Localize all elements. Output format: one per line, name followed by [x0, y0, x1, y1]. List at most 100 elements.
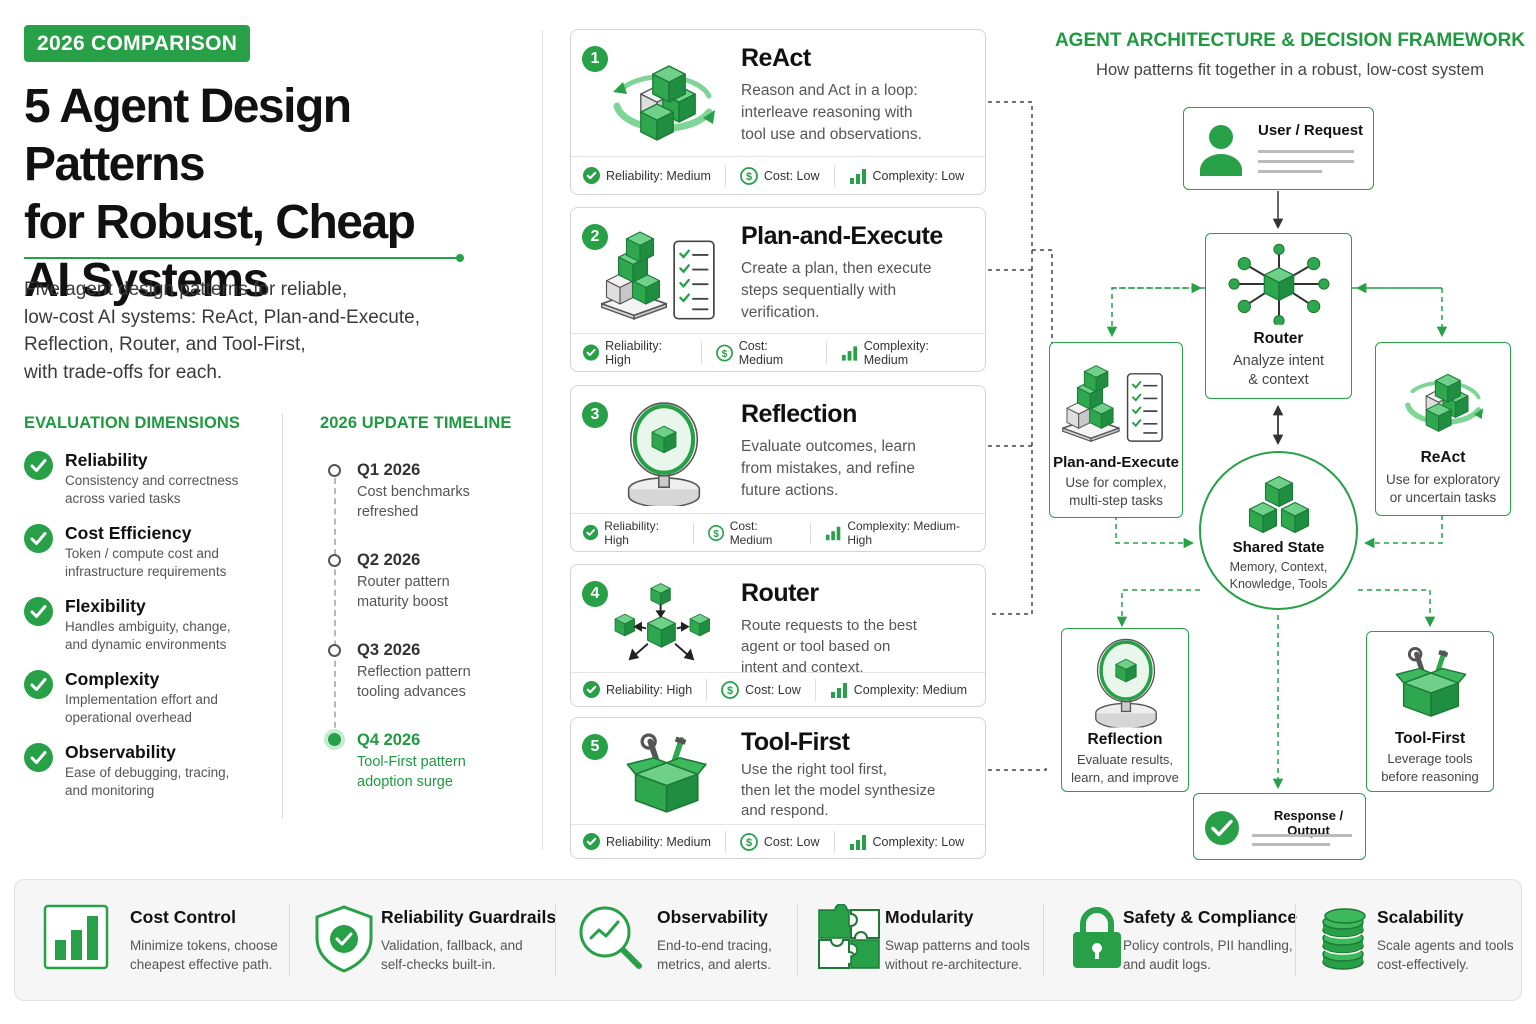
feature-desc-line: Scale agents and tools	[1377, 938, 1514, 953]
pattern-desc-line: Evaluate outcomes, learn	[741, 438, 916, 455]
lock-icon	[1073, 907, 1121, 968]
pattern-number: 3	[582, 402, 608, 428]
feature-title: Safety & Compliance	[1123, 907, 1298, 927]
arch-node-plan-and-execute[interactable]: Plan-and-Execute Use for complex, multi-…	[1049, 342, 1183, 518]
title-divider-dot	[456, 254, 464, 262]
timeline-desc: maturity boost	[357, 594, 449, 610]
pattern-card-react[interactable]: 1 ReAct Reason and Act in a loop: interl…	[570, 29, 986, 195]
pattern-desc-line: from mistakes, and refine	[741, 460, 916, 477]
node-desc-line: Memory, Context,	[1229, 560, 1328, 574]
timeline-track	[334, 478, 336, 748]
pattern-desc: Route requests to the best agent or tool…	[741, 615, 971, 678]
timeline-item-q1: Q1 2026 Cost benchmarks refreshed	[320, 458, 520, 548]
metric-label: Reliability: High	[604, 518, 659, 547]
plan-cubes-checklist-icon	[1062, 365, 1164, 443]
arch-node-tool-first[interactable]: Tool-First Leverage tools before reasoni…	[1366, 631, 1494, 792]
pattern-desc-line: interleave reasoning with	[741, 104, 913, 121]
timeline-quarter: Q2 2026	[357, 551, 421, 569]
pattern-desc-line: tool use and observations.	[741, 126, 922, 143]
metric-cost: Cost: Medium	[708, 519, 812, 547]
arch-node-reflection[interactable]: Reflection Evaluate results, learn, and …	[1061, 628, 1189, 792]
dimension-desc: across varied tasks	[65, 491, 181, 506]
dimension-title: Complexity	[65, 669, 160, 689]
metric-label: Complexity: Medium	[853, 682, 967, 697]
mirror-cube-icon	[1086, 637, 1166, 729]
title-line-3: AI Systems	[24, 254, 269, 307]
feature-scalability: Scalability Scale agents and tools cost-…	[1319, 880, 1519, 1002]
pattern-desc-line: future actions.	[741, 482, 839, 499]
metric-reliability: Reliability: Medium	[583, 830, 726, 853]
feature-divider	[1295, 904, 1296, 976]
node-desc: Use for exploratory or uncertain tasks	[1376, 471, 1510, 507]
metric-label: Cost: Low	[763, 168, 820, 183]
feature-desc-line: self-checks built-in.	[381, 957, 496, 972]
metric-reliability: Reliability: High	[583, 518, 694, 547]
title-line-2: for Robust, Cheap	[24, 196, 416, 249]
dimension-item-reliability: Reliability Consistency and correctness …	[24, 448, 274, 521]
metric-complexity: Complexity: Low	[849, 831, 979, 853]
feature-desc-line: cheapest effective path.	[130, 957, 273, 972]
router-hub-icon	[1228, 242, 1330, 326]
bar-chart-icon	[841, 344, 858, 362]
metric-cost: Cost: Low	[721, 678, 816, 701]
feature-bar: Cost Control Minimize tokens, choose che…	[14, 879, 1522, 1001]
timeline-item-q3: Q3 2026 Reflection pattern tooling advan…	[320, 638, 520, 728]
pattern-metrics: Reliability: High Cost: Medium Complexit…	[571, 333, 985, 371]
pattern-desc-line: Route requests to the best	[741, 617, 917, 634]
pattern-title: Tool-First	[741, 728, 850, 756]
architecture-title: AGENT ARCHITECTURE & DECISION FRAMEWORK	[1054, 30, 1526, 51]
arch-node-shared-state[interactable]: Shared State Memory, Context, Knowledge,…	[1199, 451, 1358, 610]
metric-complexity: Complexity: Medium	[841, 339, 985, 367]
dollar-icon	[740, 833, 758, 851]
column-divider	[282, 414, 283, 818]
metric-label: Cost: Low	[763, 834, 820, 849]
node-desc-line: Evaluate results,	[1076, 752, 1174, 767]
check-circle-icon	[24, 597, 53, 626]
feature-desc-line: cost-effectively.	[1377, 957, 1469, 972]
node-desc-line: Leverage tools	[1387, 751, 1473, 766]
node-desc-line: Use for exploratory	[1385, 472, 1501, 487]
feature-divider	[797, 904, 798, 976]
pattern-card-router[interactable]: 4 Router Route requests to the best agen…	[570, 564, 986, 707]
bar-chart-icon	[830, 681, 848, 699]
arch-node-user-request[interactable]: User / Request	[1183, 107, 1374, 190]
title-line-1: 5 Agent Design Patterns	[24, 80, 352, 191]
feature-desc: Validation, fallback, and self-checks bu…	[381, 936, 541, 974]
feature-title: Observability	[657, 907, 768, 927]
user-icon	[1200, 125, 1242, 176]
pattern-card-reflection[interactable]: 3 Reflection Evaluate outcomes, learn fr…	[570, 385, 986, 552]
column-divider	[542, 30, 543, 850]
pattern-desc-line: steps sequentially with	[741, 282, 897, 299]
pattern-number: 2	[582, 224, 608, 250]
check-circle-icon	[583, 833, 600, 850]
shield-check-icon	[315, 905, 373, 973]
timeline-dot-icon	[328, 554, 341, 567]
dollar-icon	[708, 524, 724, 542]
pattern-title: Plan-and-Execute	[741, 222, 943, 250]
timeline-desc: refreshed	[357, 504, 419, 520]
check-circle-icon	[583, 344, 599, 361]
plan-cubes-checklist-icon	[600, 231, 716, 320]
pattern-card-plan-and-execute[interactable]: 2 Plan-and-Execute Create a plan, then e…	[570, 207, 986, 372]
timeline-desc: Cost benchmarks	[357, 484, 470, 500]
router-cubes-arrows-icon	[614, 583, 710, 661]
timeline-desc: adoption surge	[357, 774, 453, 790]
arch-node-router[interactable]: Router Analyze intent & context	[1205, 233, 1352, 399]
dimension-desc: Ease of debugging, tracing,	[65, 765, 230, 780]
metric-label: Reliability: Medium	[606, 834, 711, 849]
node-desc-line: Knowledge, Tools	[1229, 577, 1328, 591]
coin-stack-icon	[1322, 908, 1366, 970]
arch-node-react[interactable]: ReAct Use for exploratory or uncertain t…	[1375, 342, 1511, 516]
dimension-title: Cost Efficiency	[65, 523, 192, 543]
intro-line: low-cost AI systems: ReAct, Plan-and-Exe…	[24, 306, 420, 328]
arch-node-response-output[interactable]: Response / Output	[1193, 793, 1366, 860]
metric-label: Cost: Low	[745, 682, 801, 697]
feature-cost-control: Cost Control Minimize tokens, choose che…	[43, 880, 283, 1002]
pattern-card-tool-first[interactable]: 5 Tool-First Use the right tool first, t…	[570, 717, 986, 859]
node-title: Tool-First	[1394, 730, 1466, 747]
mirror-cube-icon	[599, 400, 729, 508]
node-desc-line: or uncertain tasks	[1389, 490, 1497, 505]
node-desc-line: Use for complex,	[1065, 475, 1167, 490]
dimension-item-cost-efficiency: Cost Efficiency Token / compute cost and…	[24, 521, 274, 594]
dimension-title: Reliability	[65, 450, 148, 470]
